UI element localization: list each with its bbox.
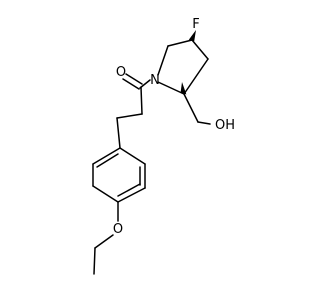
bond-ch2-ch3 [93, 247, 96, 275]
wedge-bond-fluorine [188, 30, 196, 42]
bond-c5-ch2 [183, 93, 199, 123]
bond-ch2-ch2 [116, 113, 143, 119]
bond-ch2-oh [197, 121, 211, 125]
bond-o-ch2 [94, 234, 114, 249]
bond-ar-1 [92, 147, 121, 165]
bond-ch2-ring [116, 117, 121, 149]
molecule-structure: F O N OH O [92, 17, 235, 275]
ether-oxygen-label: O [113, 222, 123, 237]
bond-c3-c4 [191, 39, 209, 60]
hydroxyl-label: OH [215, 118, 235, 133]
bond-carbonyl-o-1 [125, 73, 143, 85]
bond-ar-inner-1 [96, 153, 119, 168]
bond-carbonyl-o-2 [122, 78, 140, 90]
bond-ar-6 [119, 147, 146, 165]
bond-c5-n [157, 81, 185, 95]
bond-lines [92, 39, 211, 275]
bond-c2-c3 [167, 39, 193, 47]
carbonyl-oxygen-label: O [116, 65, 126, 80]
ring-nitrogen-label: N [150, 73, 160, 88]
bond-carbonyl-ch2 [140, 86, 143, 115]
fluorine-label: F [192, 17, 199, 32]
bond-c4-c5 [183, 58, 209, 95]
bond-ar-3 [92, 185, 119, 203]
bond-ar-4 [117, 187, 146, 203]
bond-ar-inner-2 [117, 183, 141, 197]
bond-n-c2 [157, 45, 169, 76]
